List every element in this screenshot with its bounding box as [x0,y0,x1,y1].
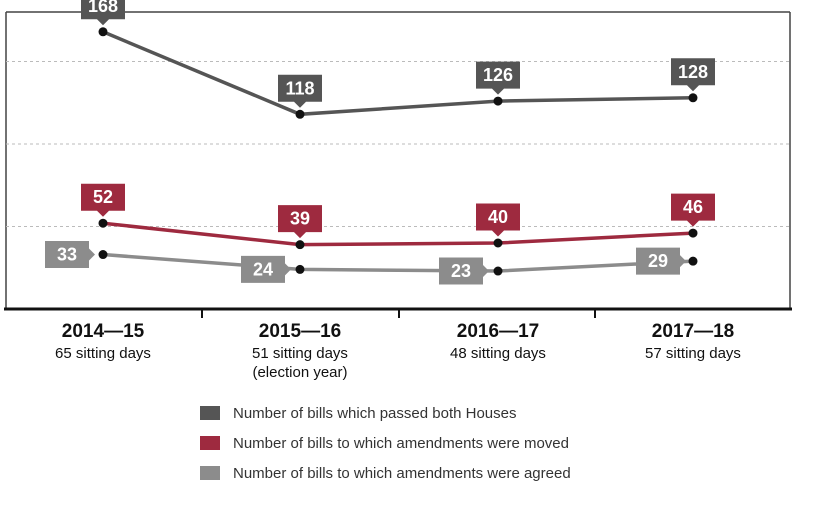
x-tick-label: 2015—16 [259,321,341,342]
data-label: 168 [88,0,118,16]
data-label: 33 [57,245,77,265]
data-point [295,264,305,274]
data-label: 128 [678,62,708,82]
gridlines [6,61,790,227]
data-label-box [241,255,291,283]
legend-item: Number of bills to which amendments were… [200,465,571,482]
series-line [102,30,694,117]
data-label-box [81,0,125,26]
series-line [102,221,694,247]
series-line [102,252,694,273]
x-tick-sublabel: (election year) [252,364,347,381]
data-label: 24 [253,259,273,279]
legend-item: Number of bills which passed both Houses [200,405,516,422]
data-label-box [671,193,715,227]
data-label-box [45,241,95,269]
data-point [688,93,698,103]
data-label: 46 [683,197,703,217]
data-point [98,27,108,37]
data-label: 118 [285,78,314,98]
data-point [295,240,305,250]
data-label-box [636,247,686,275]
data-point [493,96,503,106]
legend-item: Number of bills to which amendments were… [200,435,569,452]
series-1: 168 118 126 128 [81,0,715,119]
data-point [98,250,108,260]
data-point [295,109,305,119]
legend-label: Number of bills to which amendments were… [233,465,571,482]
x-tick-label-group: 2016—17 48 sitting days [450,321,546,362]
series-layer: 168 118 126 128 52 39 40 46 33 24 23 29 [45,0,715,285]
data-label-box [476,61,520,95]
x-tick-label: 2016—17 [457,321,539,342]
x-tick-sublabel: 57 sitting days [645,345,741,362]
data-point [493,238,503,248]
x-tick-sublabel: 65 sitting days [55,345,151,362]
data-label: 52 [93,187,113,207]
data-label-box [81,183,125,217]
data-point [493,266,503,276]
data-label: 39 [290,209,310,229]
legend-label: Number of bills which passed both Houses [233,405,516,422]
data-label-box [671,58,715,92]
data-label-box [278,205,322,239]
legend-swatch [200,436,220,450]
data-label: 40 [488,207,508,227]
x-tick-sublabel: 48 sitting days [450,345,546,362]
series-2: 52 39 40 46 [81,183,715,250]
legend-swatch [200,406,220,420]
data-point [688,228,698,238]
x-tick-label: 2017—18 [652,321,734,342]
series-3: 33 24 23 29 [45,241,698,285]
x-tick-sublabel: 51 sitting days [252,345,348,362]
x-axis-ticks: 2014—15 65 sitting days 2015—16 51 sitting … [55,309,741,381]
data-label: 29 [648,251,668,271]
x-tick-label: 2014—15 [62,321,145,342]
legend: Number of bills which passed both Houses… [200,405,571,482]
x-tick-label-group: 2017—18 57 sitting days [645,321,741,362]
data-point [98,218,108,228]
data-label-box [278,74,322,108]
data-label-box [476,203,520,237]
legend-label: Number of bills to which amendments were… [233,435,569,452]
data-label: 126 [483,65,513,85]
x-tick-label-group: 2015—16 51 sitting days (election year) [252,321,348,381]
x-tick-label-group: 2014—15 65 sitting days [55,321,151,362]
data-point [688,256,698,266]
data-label: 23 [451,261,471,281]
data-label-box [439,257,489,285]
legend-swatch [200,466,220,480]
